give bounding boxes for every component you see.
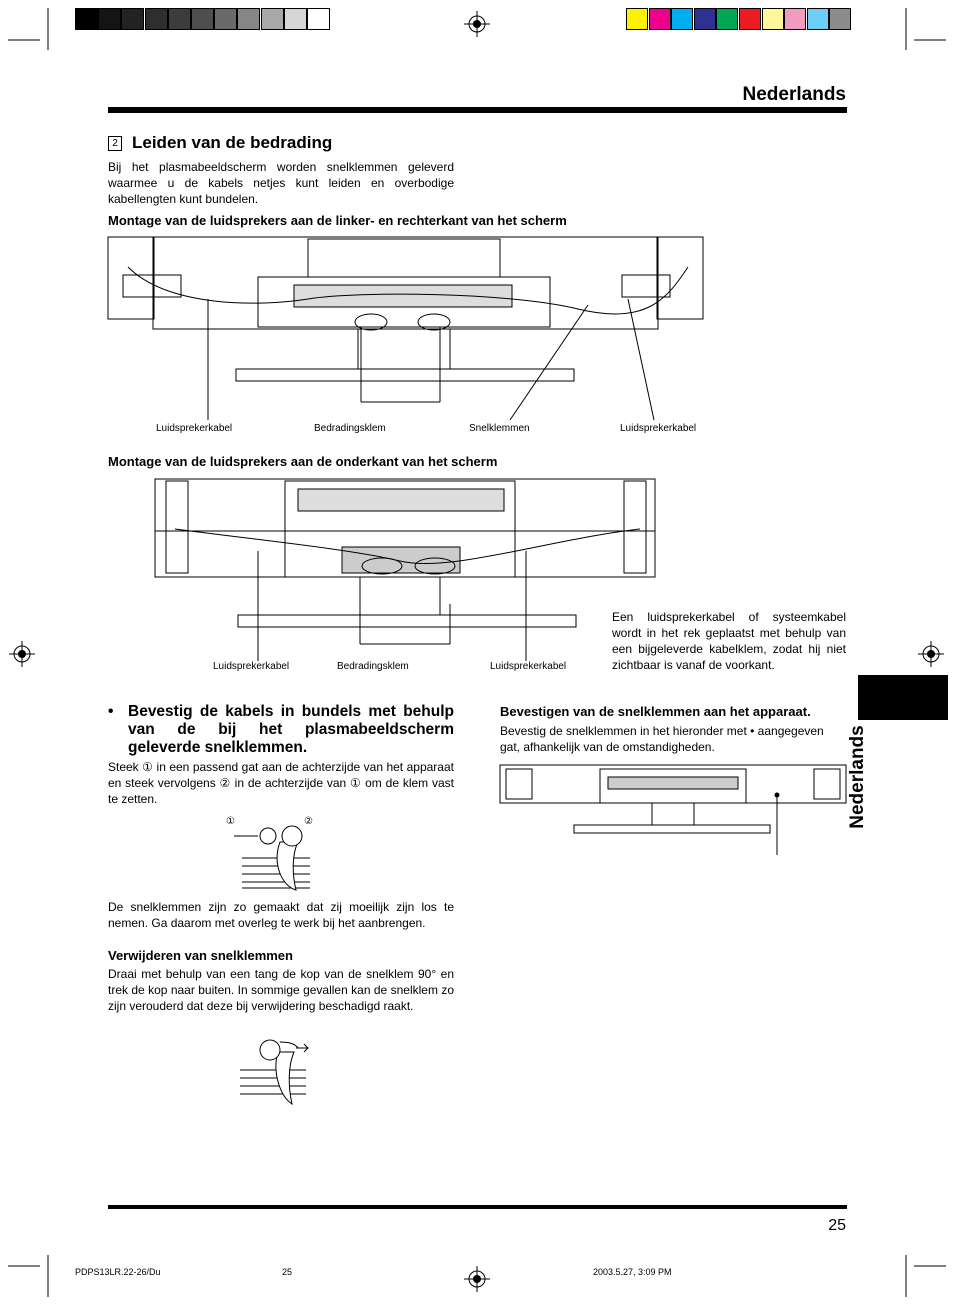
color-swatch	[671, 8, 694, 30]
gray-swatch	[237, 8, 261, 30]
footer-page: 25	[282, 1267, 293, 1277]
marker-1: ①	[226, 816, 235, 827]
bundle-text: Steek ① in een passend gat aan de achter…	[108, 760, 454, 806]
color-swatch	[739, 8, 761, 30]
fig1-label-quick-clamps: Snelklemmen	[469, 423, 530, 434]
gray-swatch	[144, 8, 168, 30]
bundle-heading-text: Bevestig de kabels in bundels met behulp…	[128, 703, 454, 756]
color-swatch	[784, 8, 807, 30]
attach-heading: Bevestigen van de snelklemmen aan het ap…	[500, 704, 811, 719]
figure1-illustration	[107, 236, 704, 421]
figure2-note: Een luidsprekerkabel of systeemkabel wor…	[612, 610, 846, 672]
gray-swatch	[167, 8, 191, 30]
gray-swatch	[75, 8, 98, 30]
gray-swatch	[260, 8, 284, 30]
fig2-label-speaker-cable-right: Luidsprekerkabel	[490, 661, 567, 672]
fig2-label-wiring-clamp: Bedradingsklem	[337, 661, 409, 672]
gray-swatch	[283, 8, 307, 30]
gray-swatch	[191, 8, 214, 30]
registration-mark-bottom	[464, 1266, 490, 1292]
fig1-label-wiring-clamp: Bedradingsklem	[314, 423, 386, 434]
color-swatch	[829, 8, 852, 30]
registration-mark-left	[9, 641, 35, 667]
bottom-rule	[108, 1205, 847, 1209]
top-rule	[108, 107, 847, 113]
section-title: 2 Leiden van de bedrading	[108, 133, 332, 153]
section-number: 2	[108, 135, 122, 151]
fig2-label-speaker-cable-left: Luidsprekerkabel	[213, 661, 290, 672]
clamp-remove-illustration	[240, 1039, 309, 1106]
registration-mark-top	[464, 11, 490, 37]
section-intro: Bij het plasmabeeldscherm worden snelkle…	[108, 160, 454, 206]
attach-text: Bevestig de snelklemmen in het hieronder…	[500, 724, 824, 754]
color-swatch	[716, 8, 739, 30]
gray-swatch	[121, 8, 145, 30]
page-number: 25	[828, 1217, 846, 1234]
color-swatch	[693, 8, 716, 30]
side-tab-block	[858, 675, 948, 720]
fig1-label-speaker-cable-left: Luidsprekerkabel	[156, 423, 233, 434]
color-swatch	[806, 8, 829, 30]
marker-2: ②	[304, 816, 313, 827]
remove-text: Draai met behulp van een tang de kop van…	[108, 967, 454, 1013]
clamp-insert-illustration	[234, 825, 310, 891]
gray-swatch	[98, 8, 122, 30]
language-heading: Nederlands	[742, 84, 846, 105]
bundle-note: De snelklemmen zijn zo gemaakt dat zij m…	[108, 900, 454, 930]
footer-date: 2003.5.27, 3:09 PM	[593, 1267, 672, 1277]
color-swatch	[648, 8, 671, 30]
registration-mark-right	[918, 641, 944, 667]
remove-heading: Verwijderen van snelklemmen	[108, 948, 293, 963]
section-title-text: Leiden van de bedrading	[132, 133, 333, 152]
attach-illustration	[499, 764, 847, 855]
gray-swatch	[214, 8, 238, 30]
bullet: •	[108, 703, 114, 720]
gray-swatch	[307, 8, 330, 30]
footer-file: PDPS13LR.22-26/Du	[75, 1267, 161, 1277]
bundle-heading: • Bevestig de kabels in bundels met behu…	[108, 703, 454, 757]
figure2-heading: Montage van de luidsprekers aan de onder…	[108, 454, 498, 469]
figure1-heading: Montage van de luidsprekers aan de linke…	[108, 213, 567, 228]
fig1-label-speaker-cable-right: Luidsprekerkabel	[620, 423, 697, 434]
color-swatch	[626, 8, 648, 30]
figure2-illustration	[154, 478, 656, 661]
color-swatch	[761, 8, 784, 30]
